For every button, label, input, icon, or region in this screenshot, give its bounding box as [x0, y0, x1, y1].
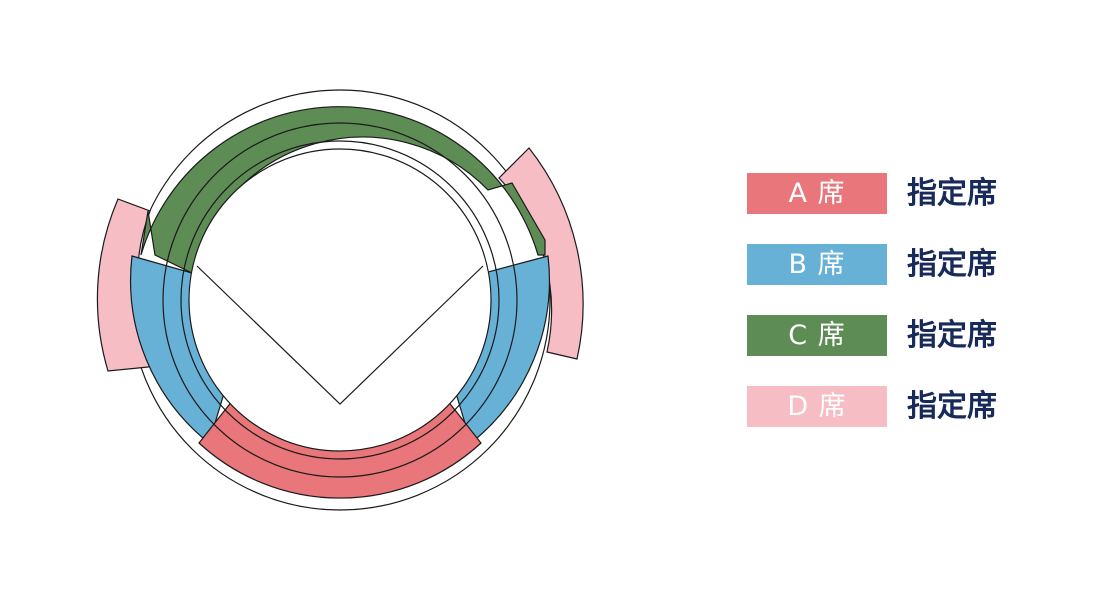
legend-swatch-d: D 席 [747, 386, 887, 427]
field-foul-lines [196, 265, 484, 405]
stadium-seating-map [96, 89, 584, 511]
legend-row-c: C 席 指定席 [747, 315, 1120, 357]
seat-zone-c[interactable] [140, 106, 546, 274]
legend-text-b: 指定席 [907, 247, 997, 282]
legend-swatch-c: C 席 [747, 315, 887, 356]
legend-text-d: 指定席 [907, 389, 997, 424]
legend-row-d: D 席 指定席 [747, 386, 1120, 428]
legend-text-c: 指定席 [907, 318, 997, 353]
legend-text-a: 指定席 [907, 176, 997, 211]
legend-swatch-a: A 席 [747, 173, 887, 214]
seat-zone-b-right[interactable] [424, 255, 551, 445]
legend-row-b: B 席 指定席 [747, 244, 1120, 286]
inner-concourse-ring-middle [180, 140, 500, 460]
inner-concourse-ring-outer [162, 122, 518, 478]
legend-row-a: A 席 指定席 [747, 173, 1120, 215]
inner-concourse-ring-inner [188, 148, 492, 452]
legend-swatch-b: B 席 [747, 244, 887, 285]
seat-zone-b-left[interactable] [129, 255, 256, 445]
